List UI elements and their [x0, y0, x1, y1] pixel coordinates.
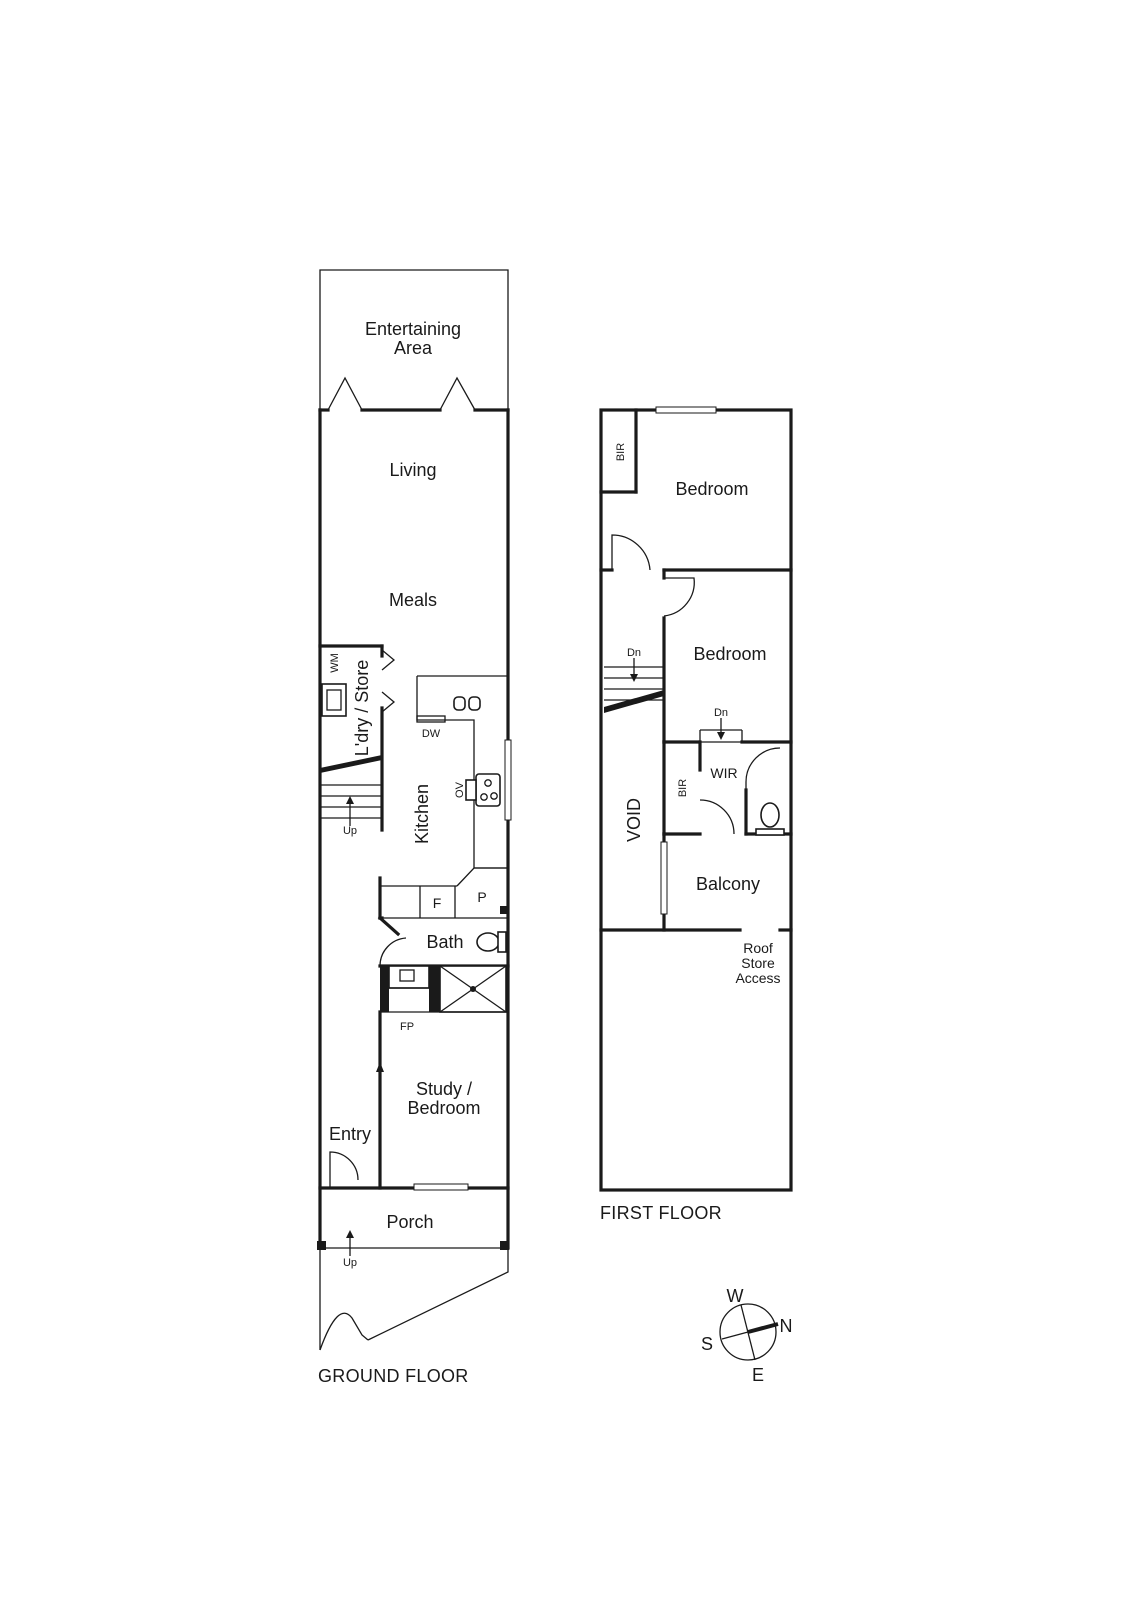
- bedroom-1-label: Bedroom: [675, 479, 748, 499]
- stair-up-label-2: Up: [343, 1257, 357, 1269]
- porch-stair: [346, 1230, 354, 1256]
- roof-store-label-1: Roof: [743, 940, 773, 956]
- laundry-label: L'dry / Store: [352, 660, 372, 756]
- bedroom-2-label: Bedroom: [693, 644, 766, 664]
- fridge-label: F: [433, 895, 442, 911]
- porch-label: Porch: [386, 1212, 433, 1232]
- entertaining-label-1: Entertaining: [365, 319, 461, 339]
- vanity: [388, 965, 430, 989]
- bir-label-1: BIR: [615, 443, 627, 461]
- bedroom-1: [599, 408, 793, 572]
- ground-floor: Entertaining Area Living Meals L'dry / S…: [317, 269, 512, 1386]
- cooktop: [475, 773, 501, 807]
- bir-label-2: BIR: [677, 779, 689, 797]
- compass-w: W: [727, 1286, 744, 1306]
- study-label-2: Bedroom: [407, 1098, 480, 1118]
- study-bedroom: [376, 1010, 469, 1191]
- balcony: [660, 832, 792, 932]
- bath-room: [377, 915, 510, 1013]
- study-label-1: Study /: [416, 1079, 472, 1099]
- compass-n: N: [780, 1316, 793, 1336]
- compass: W N S E: [701, 1286, 793, 1385]
- stair-dn-label-2: Dn: [714, 707, 728, 719]
- kitchen-label: Kitchen: [412, 784, 432, 844]
- roof-store-label-2: Store: [741, 955, 775, 971]
- washing-machine: [321, 683, 347, 717]
- sink: [453, 696, 466, 711]
- bifold-door-right: [439, 376, 476, 411]
- balcony-label: Balcony: [696, 874, 760, 894]
- bedroom-2: [662, 568, 793, 744]
- toilet: [476, 932, 500, 952]
- first-floor-title: FIRST FLOOR: [600, 1203, 722, 1223]
- first-floor: BIR Bedroom Bedroom Dn Dn VOID BIR WIR B…: [599, 406, 793, 1223]
- pantry-label: P: [477, 889, 486, 905]
- ensuite-toilet: [760, 802, 780, 828]
- wm-label: WM: [329, 653, 341, 673]
- compass-s: S: [701, 1334, 713, 1354]
- stair-up-label-1: Up: [343, 825, 357, 837]
- entertaining-area-outline: [319, 269, 509, 410]
- void-label: VOID: [624, 798, 644, 842]
- wir-label: WIR: [710, 765, 737, 781]
- kitchen-bench: [416, 675, 512, 869]
- entertaining-label-2: Area: [394, 338, 433, 358]
- bifold-door-left: [327, 376, 363, 411]
- fireplace-label: FP: [400, 1021, 414, 1033]
- entry-label: Entry: [329, 1124, 371, 1144]
- compass-e: E: [752, 1365, 764, 1385]
- first-floor-stairs: [604, 658, 664, 713]
- dw-label: DW: [422, 728, 441, 740]
- laundry-store: [318, 644, 396, 832]
- entry-door: [329, 1151, 359, 1188]
- bath-label: Bath: [426, 932, 463, 952]
- front-path: [319, 1248, 509, 1351]
- wir-area: [662, 718, 793, 836]
- fireplace: [380, 966, 389, 1012]
- living-label: Living: [389, 460, 436, 480]
- stair-dn-label-1: Dn: [627, 647, 641, 659]
- ground-floor-title: GROUND FLOOR: [318, 1366, 469, 1386]
- first-floor-walls: [599, 406, 793, 1192]
- roof-store-label-3: Access: [735, 970, 780, 986]
- ov-label: OV: [454, 781, 466, 798]
- fridge-pantry: [378, 867, 509, 920]
- meals-label: Meals: [389, 590, 437, 610]
